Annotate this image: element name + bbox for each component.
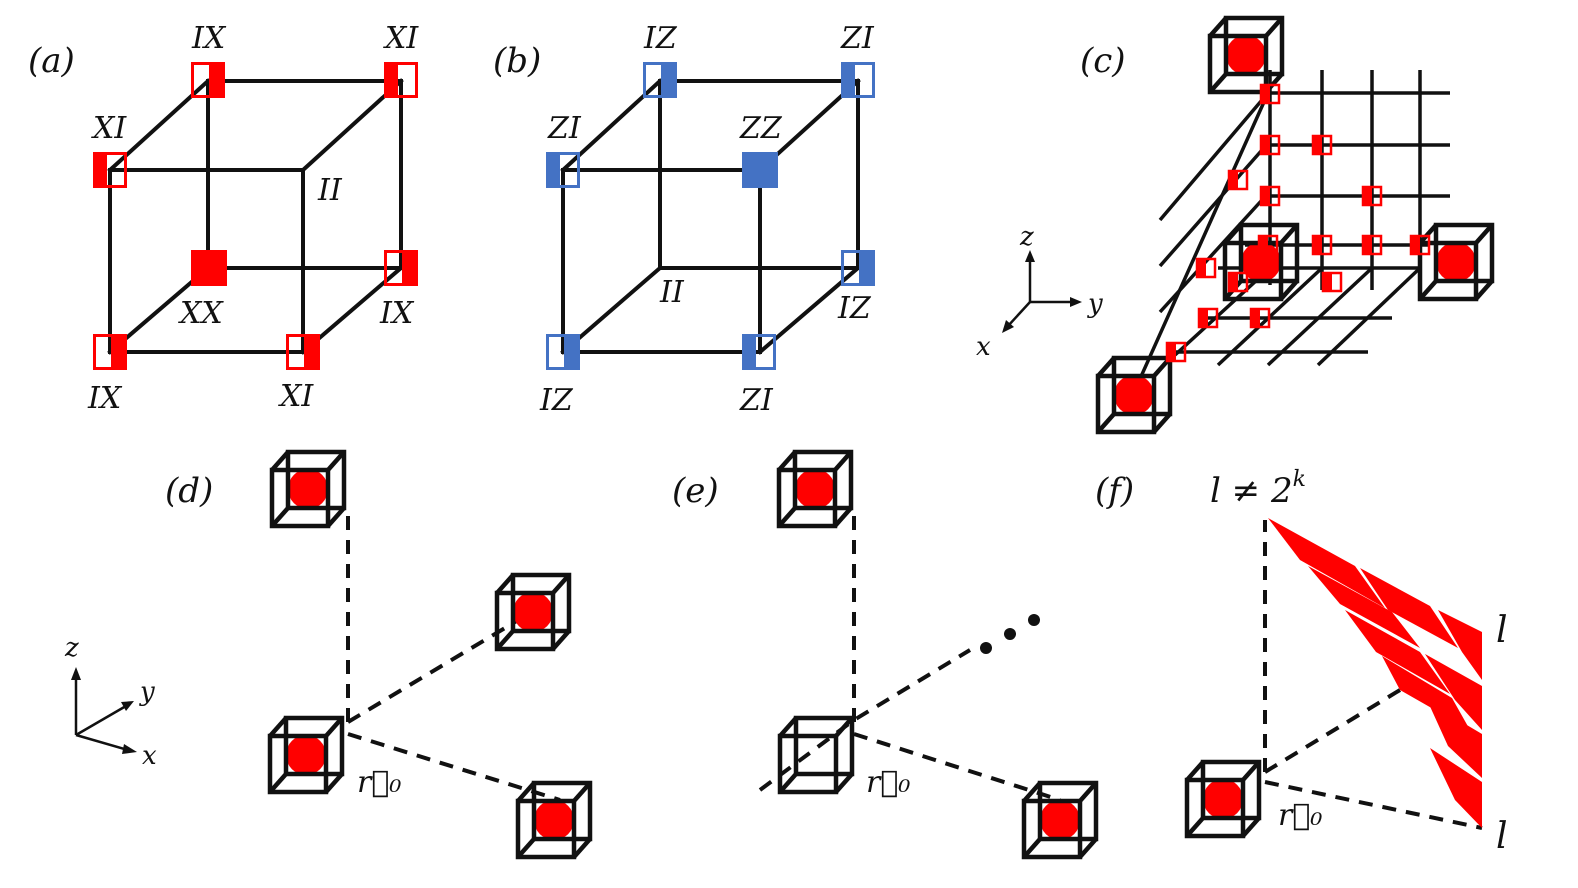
cube-b-depth-edges [560,78,861,355]
panel-f-label: (f) [1095,471,1134,511]
dashed-y-d [346,608,537,724]
vertex-a-label-1: IX [191,21,227,56]
panel-a-label: (a) [28,41,75,81]
vertex-a-label-2: XI [383,21,419,56]
vertex-a-5 [191,250,227,286]
cube-d-x [518,783,590,857]
origin-label-f: r⃗₀ [1278,798,1322,833]
side-label-l-2: l [1496,816,1508,857]
vertex-b-label-8: ZI [739,383,774,418]
vertex-b-label-1: IZ [643,21,678,56]
axis-c-x: x [976,332,991,362]
vertex-b-label-3: ZI [547,111,582,146]
panel-c-label: (c) [1080,41,1126,81]
panel-c-corner-cubes [1098,18,1492,432]
vertex-b-4 [742,152,778,188]
axis-c-z: z [1019,222,1034,252]
axes-c: z y x [976,222,1103,362]
panel-b-label: (b) [493,41,541,81]
panel-b: (b) IZ ZI ZI ZZ II IZ IZ ZI [493,21,877,418]
axes-d: z y x [64,633,157,771]
panel-f: (f) l ≠ 2k r⃗₀ l l [1095,467,1508,857]
cube-e-x [1024,783,1096,857]
cube-e-origin [780,718,852,792]
dashed-x-e [853,732,1061,802]
vertex-b-label-2: ZI [840,21,875,56]
side-label-l-1: l [1496,610,1508,651]
axis-d-z: z [64,633,79,663]
axis-c-y: y [1087,289,1103,319]
vertex-b-label-6: IZ [837,291,872,326]
dashed-y-f [1263,688,1402,774]
panel-d-label: (d) [165,471,213,511]
panel-e-label: (e) [672,471,719,511]
origin-label-d: r⃗₀ [357,765,401,800]
cube-a-depth-edges [107,78,404,355]
cube-d-top [272,452,344,526]
panel-a: (a) IX XI XI II XX IX IX XI [28,21,420,416]
vertex-a-label-6: IX [379,296,415,331]
condition-label: l ≠ 2k [1210,467,1306,511]
dashed-x-d [347,732,561,802]
vertex-b-label-5: II [659,275,685,310]
dashed-x-f [1264,780,1483,830]
vertex-a-label-8: XI [278,379,314,414]
fractal-plane [1268,518,1482,828]
cube-e-top [779,452,851,526]
panel-d: (d) z y x r⃗₀ [64,452,590,857]
origin-label-e: r⃗₀ [866,765,910,800]
panel-e: (e) r⃗₀ [672,452,1096,857]
axis-d-x: x [142,741,157,771]
vertex-b-label-7: IZ [539,383,574,418]
cube-d-origin [270,718,342,792]
vertex-a-label-4: II [317,173,343,208]
panel-c: (c) z y x [976,18,1492,432]
cube-d-y [497,575,569,649]
ellipsis-dots [980,614,1040,654]
vertex-a-label-5: XX [178,296,224,331]
vertex-b-label-4: ZZ [739,111,783,146]
cube-f-origin [1187,762,1259,836]
vertex-a-label-7: IX [87,381,123,416]
vertex-a-label-3: XI [91,111,127,146]
axis-d-y: y [139,677,155,707]
